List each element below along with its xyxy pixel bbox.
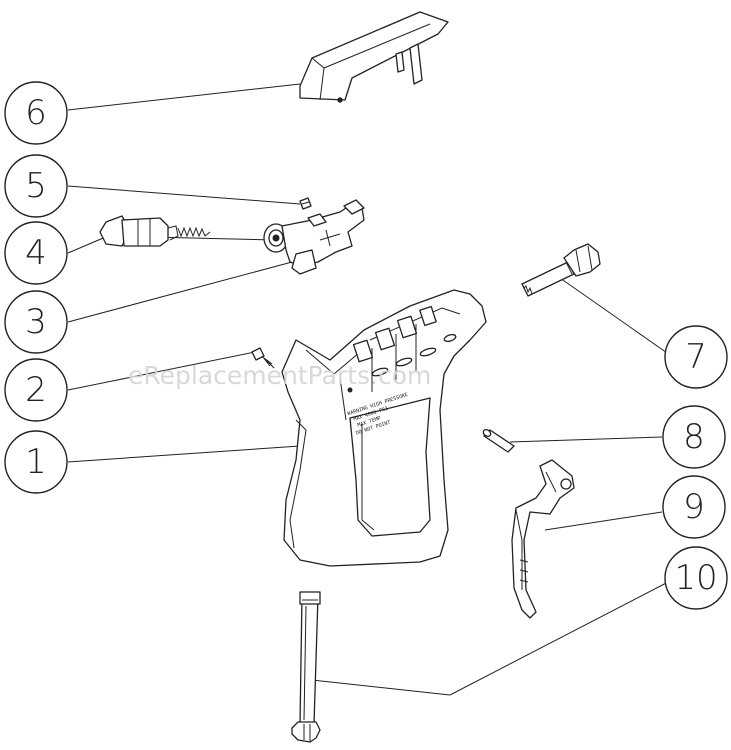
callout-2-label: 2: [25, 370, 47, 410]
callout-5-label: 5: [25, 166, 47, 206]
callout-7-label: 7: [685, 337, 707, 377]
callout-6-label: 6: [25, 93, 47, 133]
callout-8: 8: [662, 405, 726, 469]
part-8-pin: [482, 428, 515, 453]
callout-8-label: 8: [683, 417, 705, 457]
leader-5: [67, 185, 301, 205]
part-4-valve-stem: [99, 215, 211, 247]
part-1-gun-handle: WARNING HIGH PRESSURE MAX 4000 PSI MAX T…: [281, 289, 487, 567]
part-7-inlet-fitting: [521, 243, 601, 297]
part-2-screw: [251, 347, 275, 369]
callout-10: 10: [664, 546, 728, 610]
leader-lines: [67, 83, 673, 696]
callout-9: 9: [662, 475, 726, 539]
callout-4: 4: [4, 221, 68, 285]
callout-1-label: 1: [25, 442, 47, 482]
leader-7: [559, 277, 671, 356]
part-3-valve-body: [263, 199, 365, 275]
callout-7: 7: [664, 325, 728, 389]
callout-6: 6: [4, 81, 68, 145]
watermark-text: eReplacementParts.com: [128, 361, 431, 390]
part-5-set-screw: [299, 197, 312, 210]
leader-6: [67, 83, 301, 111]
callout-2: 2: [4, 358, 68, 422]
leader-10: [449, 579, 673, 696]
leader-10b: [311, 679, 451, 696]
callout-3-label: 3: [25, 302, 47, 342]
leader-1: [67, 445, 301, 463]
callout-9-label: 9: [683, 487, 705, 527]
leader-3: [67, 261, 293, 323]
callout-10-label: 10: [674, 558, 717, 598]
leader-2: [67, 351, 256, 391]
leader-4: [67, 235, 109, 254]
callout-1: 1: [4, 430, 68, 494]
callout-4-label: 4: [25, 233, 47, 273]
part-6-trigger-lever: [299, 11, 449, 103]
leader-8: [509, 436, 663, 443]
part-10-wand-tube: [291, 591, 321, 743]
callout-5: 5: [4, 154, 68, 218]
part-9-trigger: [511, 459, 575, 619]
leader-9: [544, 511, 663, 531]
callout-3: 3: [4, 290, 68, 354]
